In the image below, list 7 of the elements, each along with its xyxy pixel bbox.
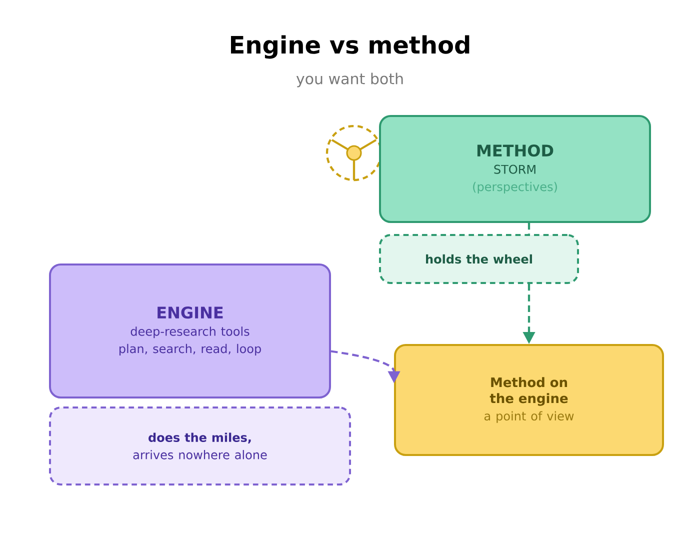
title: Engine vs method — [231, 35, 470, 59]
note-box: holds the wheel — [379, 234, 579, 284]
engine-box: ENGINE deep-research tools plan, search, read, loop — [49, 264, 331, 398]
result-box: Method on the engine a point of view — [394, 344, 664, 456]
note-box: does the miles, arrives nowhere alone — [49, 406, 351, 486]
subtitle: you want both — [296, 72, 403, 88]
method-box: METHOD STORM (perspectives) — [379, 115, 651, 223]
